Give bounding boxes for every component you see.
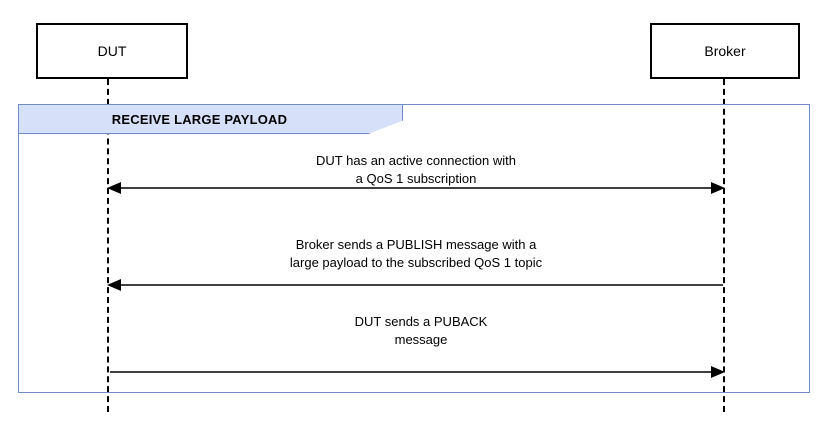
- message-puback-label: DUT sends a PUBACK message: [354, 314, 488, 347]
- participant-dut-label: DUT: [97, 43, 127, 59]
- fragment-header[interactable]: RECEIVE LARGE PAYLOAD: [18, 104, 403, 134]
- message-publish-label: Broker sends a PUBLISH message with a la…: [289, 237, 543, 270]
- fragment-header-label: RECEIVE LARGE PAYLOAD: [111, 111, 288, 127]
- message-active-connection-label: DUT has an active connection with a QoS …: [316, 153, 516, 186]
- fragment-frame: [18, 104, 810, 393]
- lifeline-broker: [723, 79, 725, 412]
- participant-dut[interactable]: DUT: [36, 23, 188, 79]
- participant-broker-label: Broker: [704, 43, 746, 59]
- participant-broker[interactable]: Broker: [650, 23, 800, 79]
- lifeline-dut: [107, 79, 109, 412]
